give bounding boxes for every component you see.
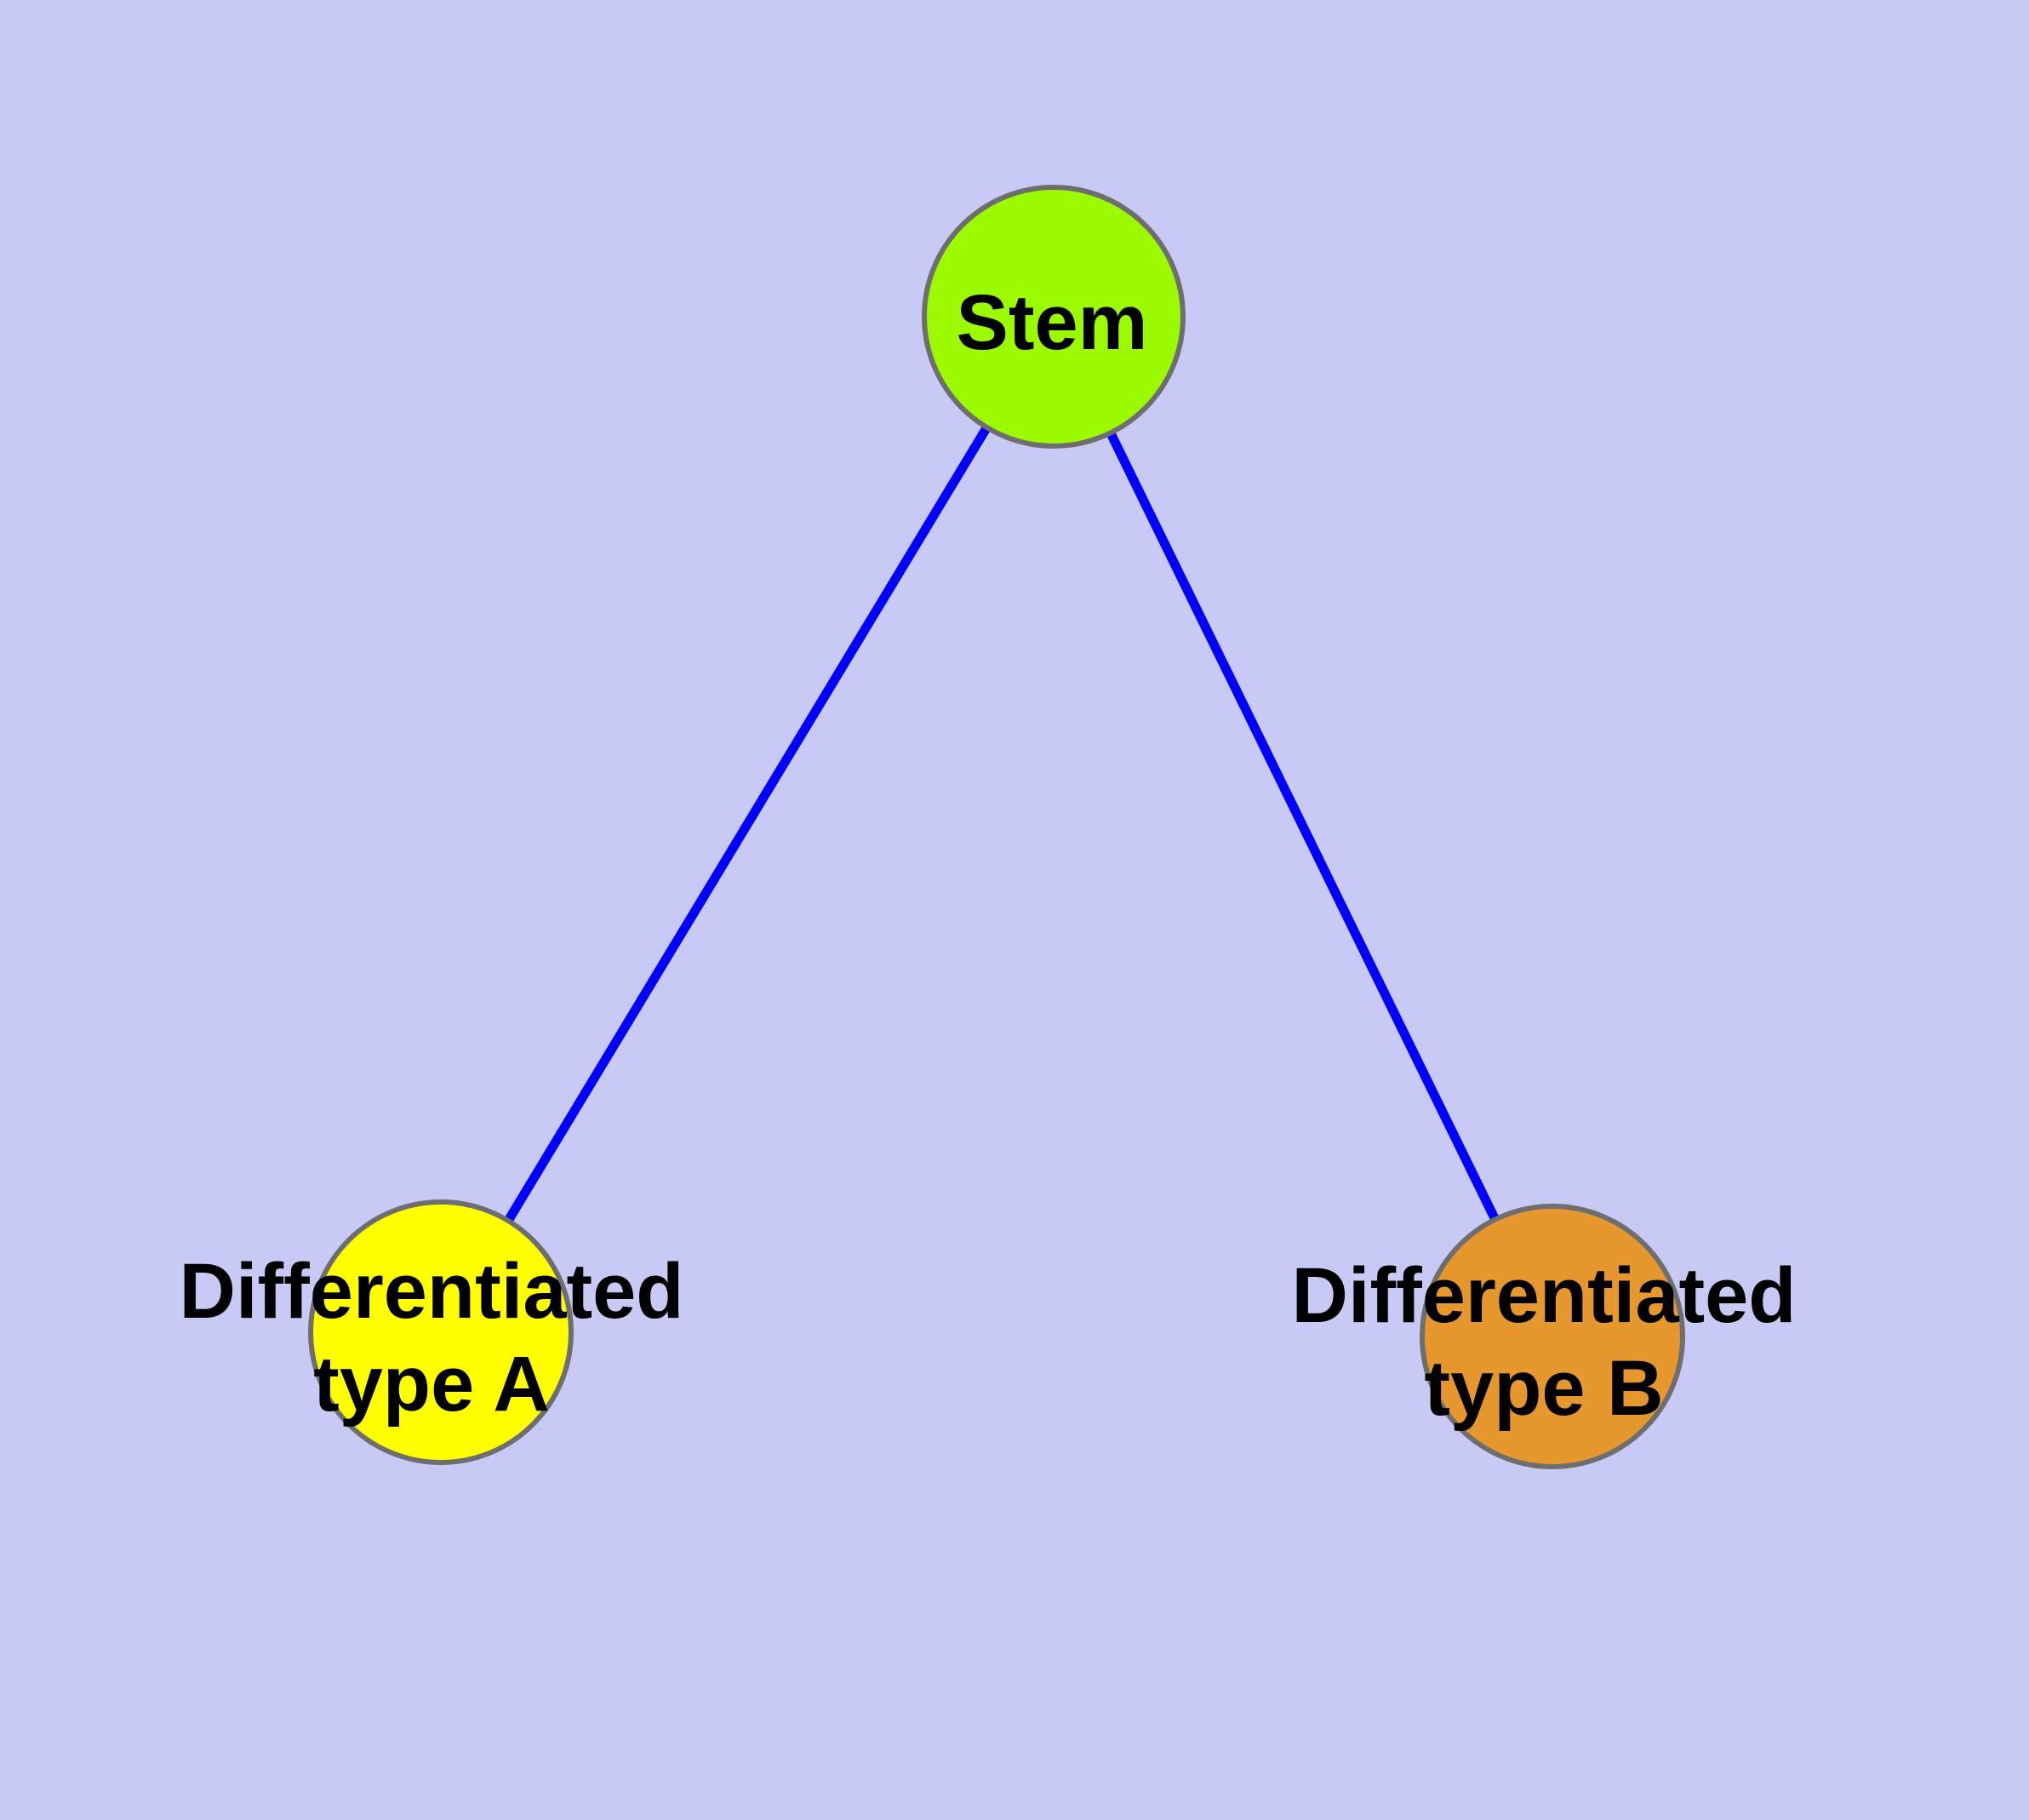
node-differentiated-type-a-label-line1: Differentiated xyxy=(180,1248,684,1335)
node-differentiated-type-b-label-line2: type B xyxy=(1424,1345,1663,1432)
node-differentiated-type-b-label-line1: Differentiated xyxy=(1292,1252,1797,1339)
node-stem xyxy=(922,185,1186,449)
node-differentiated-type-b xyxy=(1420,1204,1685,1469)
node-differentiated-type-a-label-line2: type A xyxy=(313,1341,550,1428)
node-differentiated-type-a xyxy=(308,1199,574,1465)
edge-stem-to-differentiated-type-a xyxy=(437,314,1058,1335)
node-stem-label: Stem xyxy=(957,279,1148,366)
edge-stem-to-differentiated-type-b xyxy=(1049,314,1557,1339)
